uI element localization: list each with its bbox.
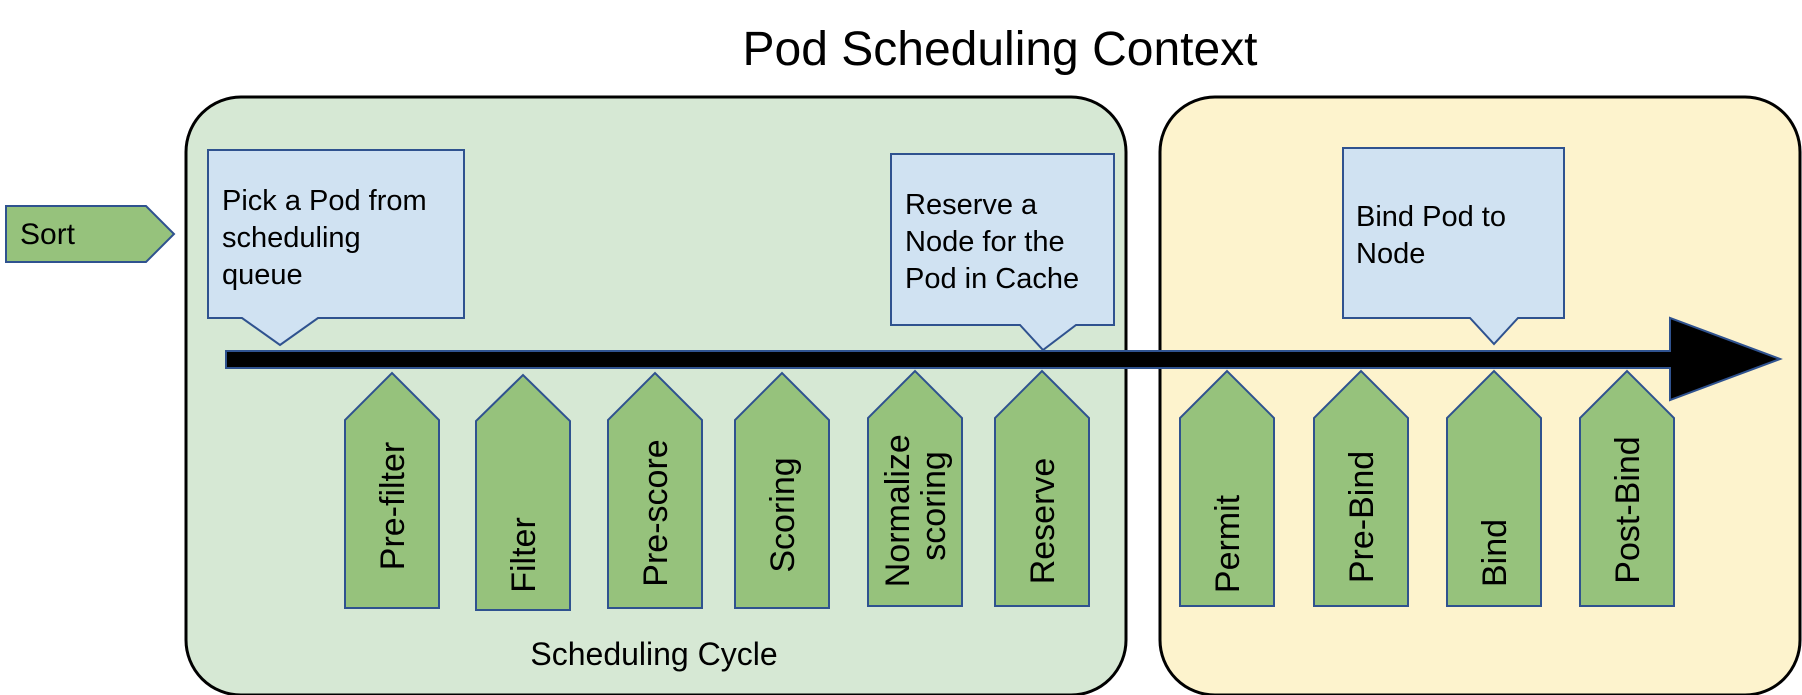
stage-normalize-scoring [867,369,963,607]
stage-permit [1179,369,1275,607]
callout-pick-pod [207,149,465,347]
stage-postbind [1579,369,1675,607]
stage-prescore-label: Pre-score [637,439,675,586]
stage-filter-label: Filter [505,517,543,593]
stage-reserve [994,369,1090,607]
stage-prebind [1313,369,1409,607]
binding-stages: Permit Pre-Bind Bind Post-Bind [1179,369,1675,607]
callout-reserve-node [890,153,1115,352]
stage-scoring-label: Scoring [764,457,802,572]
sort-label: Sort [20,218,76,251]
scheduling-stages: Pre-filter Filter Pre-score Scoring Norm… [344,369,1090,611]
callout-bind-pod [1342,147,1565,346]
stage-filter [475,373,571,611]
stage-postbind-label: Post-Bind [1609,436,1647,583]
callout-reserve-node-text: Reserve a Node for the Pod in Cache [905,189,1079,295]
stage-prescore [607,371,703,609]
stage-bind [1446,369,1542,607]
stage-bind-label: Bind [1476,519,1514,587]
stage-prefilter-label: Pre-filter [374,442,412,570]
sort-tag [5,205,176,263]
stage-prebind-label: Pre-Bind [1343,451,1381,583]
stage-normalize-scoring-label: Normalize scoring [879,425,953,588]
diagram-title: Pod Scheduling Context [742,23,1257,76]
callout-pick-pod-text: Pick a Pod from scheduling queue [222,185,435,291]
callout-bind-pod-text: Bind Pod to Node [1356,201,1514,270]
flow-arrow [225,316,1783,402]
stage-prefilter [344,371,440,609]
stage-permit-label: Permit [1209,494,1247,593]
stage-reserve-label: Reserve [1024,458,1062,585]
stage-scoring [734,371,830,609]
scheduling-cycle-label: Scheduling Cycle [530,636,777,672]
